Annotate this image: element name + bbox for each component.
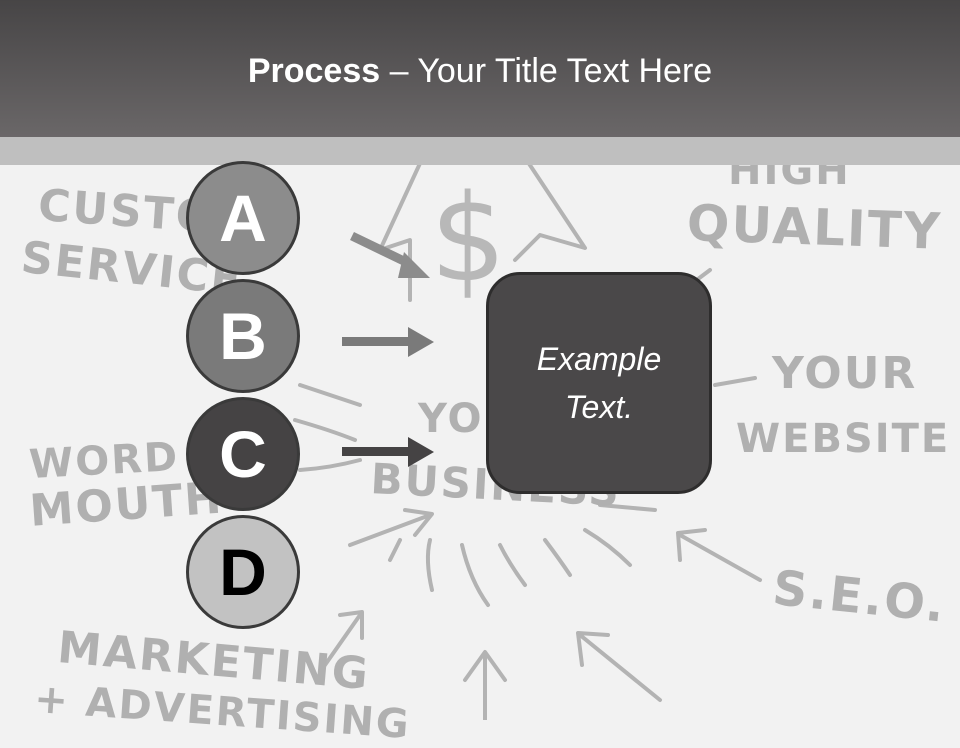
example-text-line2: Text. (564, 389, 634, 425)
sketch-quality: QUALITY (685, 194, 943, 261)
arrow-a-icon (350, 231, 430, 278)
example-text-line1: Example (536, 341, 662, 377)
step-circle-a[interactable]: A (186, 161, 300, 275)
sketch-your-1: YOUR (772, 348, 918, 399)
title-rest: – Your Title Text Here (380, 52, 713, 90)
arrow-b-icon (342, 327, 434, 357)
step-letter-c: C (219, 417, 267, 491)
step-letter-a: A (219, 181, 267, 255)
step-letter-d: D (219, 535, 267, 609)
title-bar: Process – Your Title Text Here (0, 0, 960, 137)
example-text: Example Text. (537, 335, 662, 431)
sketch-website: WEBSITE (736, 416, 951, 462)
title-underline-band (0, 137, 960, 165)
background-sketch: $ (293, 118, 762, 720)
step-circle-d[interactable]: D (186, 515, 300, 629)
step-circle-b[interactable]: B (186, 279, 300, 393)
example-text-box[interactable]: Example Text. (486, 272, 712, 494)
step-circle-c[interactable]: C (186, 397, 300, 511)
title-bold: Process (247, 52, 381, 90)
step-letter-b: B (219, 299, 267, 373)
arrow-c-icon (342, 437, 434, 467)
slide-title: Process – Your Title Text Here (0, 52, 960, 91)
